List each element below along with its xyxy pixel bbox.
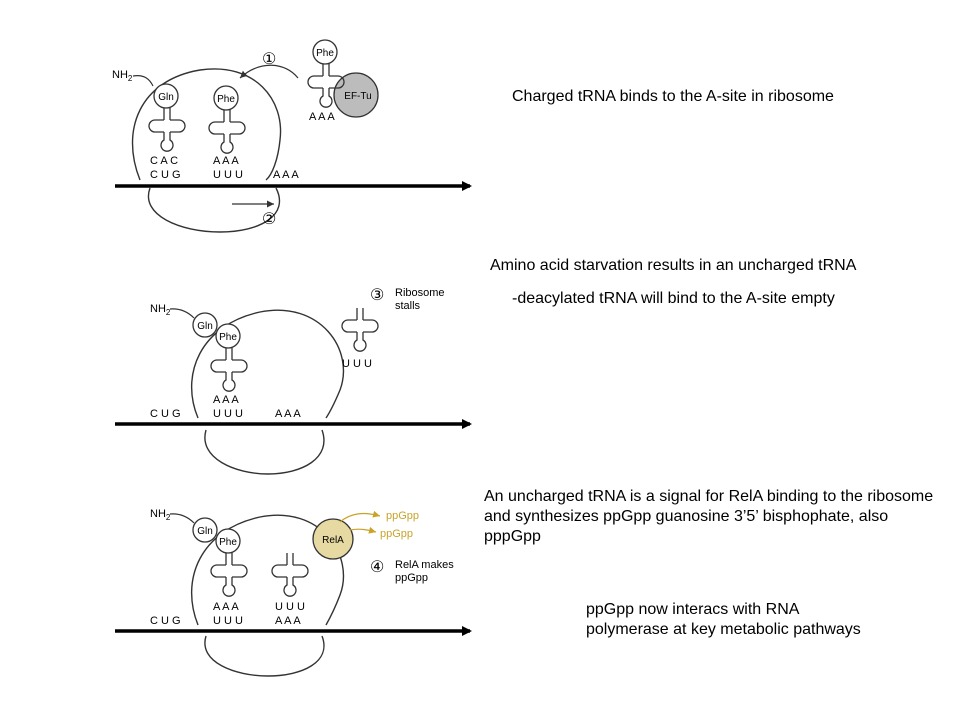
codon-next: A A A <box>275 408 301 420</box>
trna-gln <box>148 107 186 152</box>
anticodon-right: U U U <box>275 601 305 613</box>
gln-label: Gln <box>197 321 213 332</box>
codon-mid: U U U <box>213 615 243 627</box>
nh2-label: NH2 <box>150 508 171 522</box>
uncharged-trna <box>341 307 379 352</box>
codon-left: C U G <box>150 615 181 627</box>
anticodon-mid: A A A <box>213 601 239 613</box>
rela-label: RelA <box>322 535 344 546</box>
rela-circle <box>312 518 354 560</box>
ribosome-small-subunit <box>204 635 325 677</box>
anticodon-mid: A A A <box>213 394 239 406</box>
phe-circle <box>215 323 241 349</box>
codon-left: C U G <box>150 169 181 181</box>
step-2-marker: ② <box>262 211 276 228</box>
gln-label: Gln <box>158 92 174 103</box>
anticodon-left: C A C <box>150 155 178 167</box>
anticodon-mid: A A A <box>213 155 239 167</box>
peptide-link <box>169 308 195 319</box>
step-4-label-line-2: ppGpp <box>395 572 428 584</box>
phe-circle <box>215 528 241 554</box>
codon-next: A A A <box>275 615 301 627</box>
ppgpp-arrow-1 <box>339 510 381 523</box>
panel-3-rela: NH2 Gln Phe A A A U U U C U G U U U A A … <box>115 508 472 677</box>
step-3-marker: ③ <box>370 287 384 304</box>
step-3-label-line-2: stalls <box>395 300 421 312</box>
gln-label: Gln <box>197 526 213 537</box>
codon-left: C U G <box>150 408 181 420</box>
codon-next: A A A <box>273 169 299 181</box>
incoming-anticodon: A A A <box>309 111 335 123</box>
peptide-link <box>169 513 195 524</box>
gln-circle <box>153 83 179 109</box>
incoming-phe-circle <box>312 39 338 65</box>
phe-label: Phe <box>219 537 237 548</box>
caption-ppgpp-polymerase: ppGpp now interacs with RNA polymerase a… <box>586 601 861 638</box>
ppgpp-label-1: ppGpp <box>386 510 419 522</box>
caption-rela-signal: An uncharged tRNA is a signal for RelA b… <box>484 488 934 545</box>
trna-phe <box>210 347 248 392</box>
incoming-phe-label: Phe <box>316 48 334 59</box>
uncharged-anticodon: U U U <box>342 358 372 370</box>
ef-tu-label: EF-Tu <box>344 91 371 102</box>
nh2-label: NH2 <box>150 303 171 317</box>
codon-mid: U U U <box>213 169 243 181</box>
ribosome-small-subunit <box>204 429 325 475</box>
ef-tu-circle <box>333 72 379 118</box>
panel-1-charged-trna: NH2 Gln Phe C A C A A A C U G U U U A A … <box>112 39 472 233</box>
gln-circle <box>192 312 218 338</box>
ribosome-large-subunit <box>190 309 345 419</box>
ppgpp-label-2: ppGpp <box>380 528 413 540</box>
caption-charged-trna: Charged tRNA binds to the A-site in ribo… <box>512 88 834 105</box>
uncharged-trna-a-site <box>271 552 309 597</box>
step-1-arrow <box>239 64 299 79</box>
ribosome-small-subunit <box>147 187 281 233</box>
ppgpp-arrow-2 <box>349 526 377 534</box>
step-4-label-line-1: RelA makes <box>395 559 454 571</box>
phe-label: Phe <box>219 332 237 343</box>
panel-2-starvation: NH2 Gln Phe A A A C U G U U U A A A U U … <box>115 287 472 475</box>
nh2-label: NH2 <box>112 69 133 83</box>
caption-starvation: Amino acid starvation results in an unch… <box>490 257 857 274</box>
ribosome-large-subunit <box>190 514 345 626</box>
step-1-marker: ① <box>262 51 276 68</box>
step-3-label-line-1: Ribosome <box>395 287 445 299</box>
gln-circle <box>192 517 218 543</box>
trna-phe <box>210 552 248 597</box>
codon-mid: U U U <box>213 408 243 420</box>
trna-phe <box>208 109 246 154</box>
phe-circle <box>213 85 239 111</box>
peptide-link <box>132 75 154 87</box>
step-4-marker: ④ <box>370 559 384 576</box>
caption-deacylated: -deacylated tRNA will bind to the A-site… <box>512 290 835 307</box>
phe-label: Phe <box>217 94 235 105</box>
